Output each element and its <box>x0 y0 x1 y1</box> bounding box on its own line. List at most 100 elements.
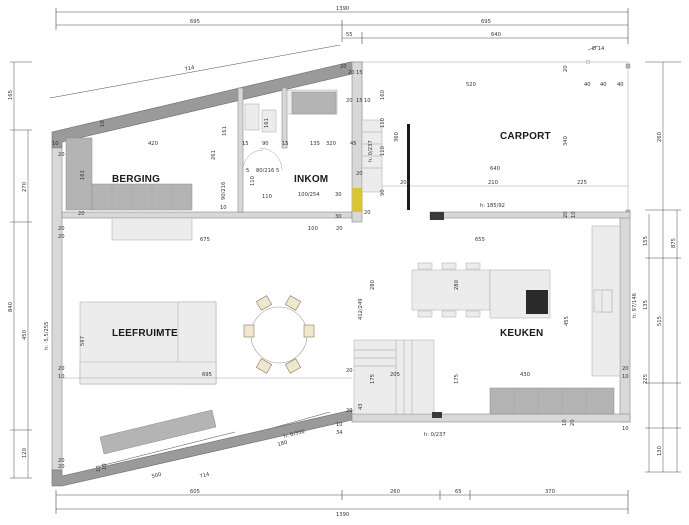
dim-inkom-100: 100 <box>308 226 318 232</box>
dim-inkom-30a: 30 <box>335 192 342 198</box>
dim-carport-205: 205 <box>400 180 410 186</box>
dim-right-135: 135 <box>643 300 649 310</box>
dim-bg-161a: 161 <box>222 126 228 136</box>
room-label-leefruimte: LEEFRUIMTE <box>112 328 178 339</box>
dim-bg-15b: 15 <box>282 141 289 147</box>
dim-post-40b: 40 <box>600 82 607 88</box>
dim-ke-455: 455 <box>564 316 570 326</box>
dim-bg-20c: 20 <box>58 234 65 240</box>
staircase <box>353 339 435 415</box>
keuken-room: KEUKEN <box>353 225 621 418</box>
dim-inkom-20a: 20 <box>346 98 353 104</box>
dim-carport-340: 340 <box>563 136 569 146</box>
downpipe-icon <box>585 59 591 65</box>
dim-v-110b: 110 <box>380 146 386 156</box>
dim-bot-10: 10 <box>96 465 102 472</box>
dim-top-left: 695 <box>190 19 200 25</box>
dim-ke-10c: 10 <box>622 426 629 432</box>
dim-carport-20: 20 <box>563 65 569 72</box>
left-dimension-lines <box>10 61 32 479</box>
right-dimension-lines <box>645 61 681 473</box>
dim-v-360: 360 <box>394 132 400 142</box>
dim-left-450: 450 <box>22 330 28 340</box>
dim-bot-180: 180 <box>277 440 288 448</box>
dim-bg-110: 110 <box>250 176 256 186</box>
dim-bg-110b: 110 <box>262 194 272 200</box>
dim-v-110a: 110 <box>380 118 386 128</box>
dim-left-840: 840 <box>8 302 14 312</box>
dim-lr-695: 695 <box>202 372 212 378</box>
dim-bot-34: 34 <box>336 430 343 436</box>
dim-ke-10b: 10 <box>562 419 568 426</box>
dim-bg-10c: 10 <box>220 205 227 211</box>
dim-bg-20b: 20 <box>78 211 85 217</box>
dim-bot-605: 605 <box>190 489 200 495</box>
window-left-label: h: -5,5/255 <box>44 322 50 350</box>
dim-circle-14: Ø 14 <box>592 45 605 52</box>
dim-bot-10b: 10 <box>102 463 108 470</box>
dim-inkom-135: 135 <box>310 141 320 147</box>
dim-lr-412-249: 412/249 <box>358 298 364 320</box>
dim-top-20: 20 <box>340 64 347 70</box>
dim-top-20b: 20 <box>348 70 355 76</box>
dim-left-120: 120 <box>22 448 28 458</box>
carport-beam <box>407 124 410 210</box>
dim-inkom-30b: 30 <box>335 214 342 220</box>
dim-right-155: 155 <box>643 236 649 246</box>
cooktop <box>526 290 548 314</box>
dim-top-55: 55 <box>346 32 353 38</box>
dim-carport-10: 10 <box>571 211 577 218</box>
dim-right-130: 130 <box>657 446 663 456</box>
dim-inkom-20b: 20 <box>336 226 343 232</box>
dim-carport-225: 225 <box>577 180 587 186</box>
room-label-carport: CARPORT <box>500 131 551 142</box>
dim-top-total: 1390 <box>336 6 349 12</box>
dim-bot-370: 370 <box>545 489 555 495</box>
dim-bg-5b: 5 <box>276 168 279 174</box>
window-bot-label: h: 0/350 <box>283 429 305 440</box>
dim-inkom-10: 10 <box>364 98 371 104</box>
dim-ke-10a: 10 <box>622 374 629 380</box>
dim-left-270: 270 <box>22 182 28 192</box>
window-185-label: h: 185/92 <box>480 203 505 209</box>
dim-lr-280b: 280 <box>454 280 460 290</box>
dim-bg-161c: 161 <box>80 170 86 180</box>
room-label-keuken: KEUKEN <box>500 328 543 339</box>
dim-bg-10b: 10 <box>100 120 106 127</box>
dim-v-90-carport: 90 <box>380 189 386 196</box>
top-dimension-lines <box>49 8 629 99</box>
dim-post-40a: 40 <box>584 82 591 88</box>
dim-v-15: 15 <box>356 70 363 76</box>
dim-inkom-45: 45 <box>350 141 357 147</box>
dim-ke-20a: 20 <box>622 366 629 372</box>
dim-bot-10c: 10 <box>336 422 343 428</box>
dim-bot-714: 714 <box>199 472 211 480</box>
dim-bot-total: 1390 <box>336 512 349 518</box>
dining-table <box>250 306 308 364</box>
door-marker <box>352 188 362 212</box>
dim-inkom-20d: 20 <box>356 171 363 177</box>
dim-bg-80-216: 80/216 <box>256 168 274 174</box>
dim-top-640: 640 <box>491 32 501 38</box>
dim-post-40c: 40 <box>617 82 624 88</box>
dim-left-165: 165 <box>8 90 14 100</box>
exterior-walls <box>51 61 631 487</box>
dim-inkom-100-254: 100/254 <box>298 192 320 198</box>
dim-ke-175a: 175 <box>370 374 376 384</box>
dim-ke-175b: 175 <box>454 374 460 384</box>
inkom-room: INKOM <box>242 103 383 193</box>
dim-right-260: 260 <box>657 132 663 142</box>
dim-inkom-20c: 20 <box>364 210 371 216</box>
dim-lr-655: 655 <box>475 237 485 243</box>
dim-right-225: 225 <box>643 374 649 384</box>
dim-bg-90: 90 <box>262 141 269 147</box>
dim-bot-20: 20 <box>58 464 65 470</box>
dim-ke-43: 43 <box>358 403 364 410</box>
dining-chairs <box>243 295 315 374</box>
carport-outline <box>361 45 631 215</box>
dim-ke-430: 430 <box>520 372 530 378</box>
dim-carport-20b: 20 <box>563 211 569 218</box>
dim-top-right: 695 <box>481 19 491 25</box>
